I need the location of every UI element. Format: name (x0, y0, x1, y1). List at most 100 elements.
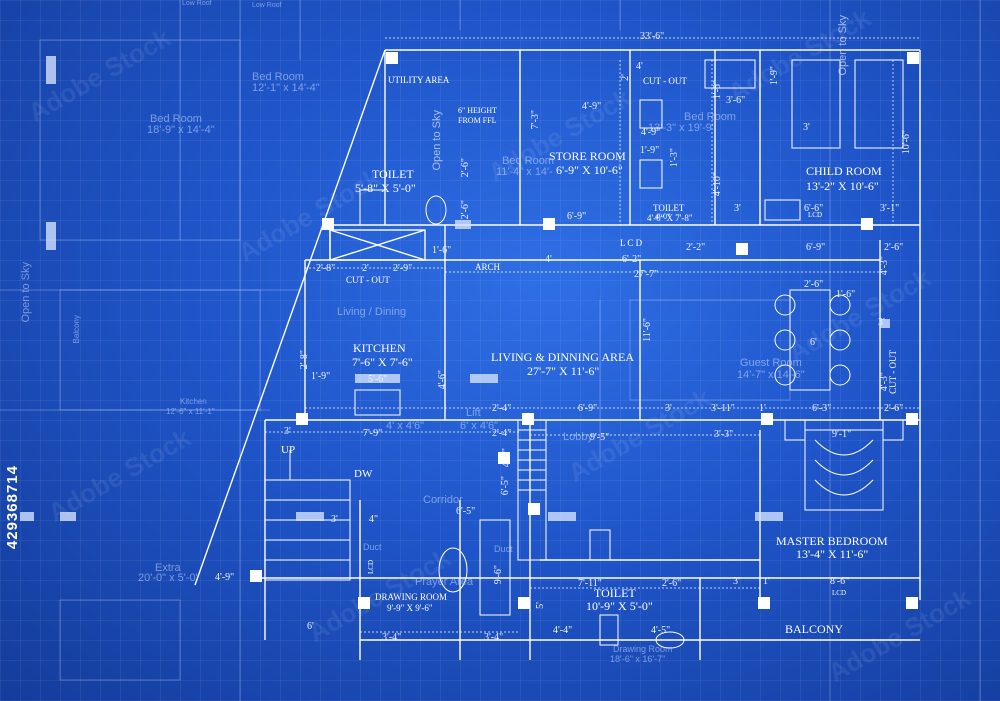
toilet-size: 5'-8" X 5'-0" (355, 181, 416, 195)
window (46, 56, 56, 84)
drawing-room-faint-size: 18'-6" x 16'-7" (610, 654, 666, 664)
dimension-label: 5' (535, 602, 546, 609)
dimension-label: 4'-9" (582, 101, 602, 112)
dimension-label: 4'-9" (215, 572, 235, 583)
column-marker (907, 52, 919, 64)
dimension-label: 4'-10" (712, 172, 723, 197)
open-to-sky-label: Open to Sky (431, 110, 443, 171)
dimension-label: 4" (369, 514, 379, 525)
stock-id: 429368714 (4, 465, 21, 550)
dimension-label: 1'-9" (769, 66, 780, 86)
dimension-label: 4' (636, 61, 643, 72)
dimension-label: 6'-9" (578, 403, 598, 414)
living-dining-size: 27'-7" X 11'-6" (527, 364, 600, 378)
cut-out-label: CUT - OUT (643, 76, 687, 86)
dimension-label: 4'-9" (641, 127, 661, 138)
dimension-label: 11'-6" (642, 318, 653, 342)
bed-room-size: 11'-4" x 14'- (496, 166, 553, 178)
store-room-size: 6'-9" X 10'-6" (556, 163, 623, 177)
window (60, 512, 76, 521)
kitchen-faint-label: Kitchen (180, 397, 207, 406)
low-roof-label: Low Roof (182, 0, 212, 7)
kitchen-label: KITCHEN (353, 341, 406, 355)
prayer-area-label: Prayer Area (415, 576, 474, 588)
dimension-label: 2' (362, 263, 369, 274)
dimension-label: 2'-6" (804, 279, 824, 290)
dimension-label: 6'-3" (812, 403, 832, 414)
window (296, 512, 324, 521)
column-marker (758, 597, 770, 609)
window (46, 222, 56, 250)
drawing-room-faint-label: Drawing Room (613, 644, 673, 654)
cut-out-label: CUT - OUT (346, 275, 390, 285)
dimension-label: 1' (759, 403, 766, 414)
dimension-label: 8'-6" (830, 576, 850, 587)
column-marker (736, 243, 748, 255)
dimension-label: 5'-6" (368, 374, 388, 385)
column-marker (528, 503, 540, 515)
column-marker (761, 413, 773, 425)
column-marker (296, 413, 308, 425)
master-bedroom-label: MASTER BEDROOM (776, 534, 888, 548)
drawing-room-size: 9'-9" X 9'-6" (387, 603, 433, 613)
dimension-label: 9'-6" (493, 565, 504, 585)
dimension-label: 4'-0" (655, 212, 671, 221)
dimension-label: 1'-6" (836, 289, 856, 300)
dimension-label: 6'-9" (806, 242, 826, 253)
dimension-label: 3' (665, 403, 672, 414)
duct-label: Duct (363, 542, 382, 552)
window (548, 512, 576, 521)
dimension-label: 6'-6" (804, 203, 824, 214)
kitchen-faint-size: 12'-6" x 11'-1" (166, 407, 215, 416)
column-marker (518, 597, 530, 609)
toilet-size: 10'-9" X 5'-0" (586, 599, 653, 613)
column-marker (861, 218, 873, 230)
window (755, 512, 783, 521)
kitchen-size: 7'-6" X 7'-6" (352, 355, 413, 369)
lift-size: 4' x 4'6" (386, 420, 425, 432)
duct-label: Duct (494, 544, 513, 554)
guest-room-label: Guest Room (740, 357, 802, 369)
column-marker (386, 52, 398, 64)
dimension-label: 6'-5" (500, 476, 511, 496)
balcony-faint-label: Balcony (72, 315, 81, 344)
window (470, 374, 498, 383)
dimension-label: 7'-3" (530, 110, 541, 130)
dimension-label: 1'-3" (669, 148, 680, 168)
window (355, 374, 400, 383)
window (20, 512, 34, 521)
dimension-label: 3' (803, 122, 810, 133)
dimension-label: 2'-2" (686, 242, 706, 253)
dimension-label: 7'-9" (363, 428, 383, 439)
column-marker (498, 452, 510, 464)
dimension-label: 4'-5" (651, 625, 671, 636)
dimension-label: 4'-6" (437, 370, 448, 390)
dimension-label: 2'-4" (492, 428, 512, 439)
lift-size: 6' x 4'6" (460, 420, 499, 432)
dimension-label: 9'-1" (832, 429, 852, 440)
dimension-label: 2' (620, 74, 631, 81)
guest-room-size: 14'-7" x 14'-6" (737, 369, 805, 381)
lift-shaft (517, 419, 547, 561)
living-dining-faint-label: Living / Dining (337, 306, 407, 318)
dimension-label: 2'-4" (492, 403, 512, 414)
open-to-sky-label: Open to Sky (837, 15, 849, 76)
dw-label: DW (354, 468, 373, 480)
dimension-label: 6' (307, 621, 314, 632)
dimension-label: 1'-9" (311, 371, 331, 382)
lcd-label: LCD (367, 560, 375, 574)
dimension-label: 6'-2" (622, 254, 642, 265)
master-bedroom-size: 13'-4" X 11'-6" (796, 547, 869, 561)
bed-room-label: Bed Room (684, 111, 736, 123)
dimension-label: 1'-9" (640, 145, 660, 156)
arch-label: ARCH (475, 262, 501, 272)
corridor-label: Corridor (423, 494, 463, 506)
dimension-label: 2'-6" (884, 242, 904, 253)
dimension-label: 3'-1" (880, 203, 900, 214)
dimension-label: 1'-6" (712, 80, 723, 100)
dimension-label: 3'-6" (726, 95, 746, 106)
column-marker (906, 597, 918, 609)
